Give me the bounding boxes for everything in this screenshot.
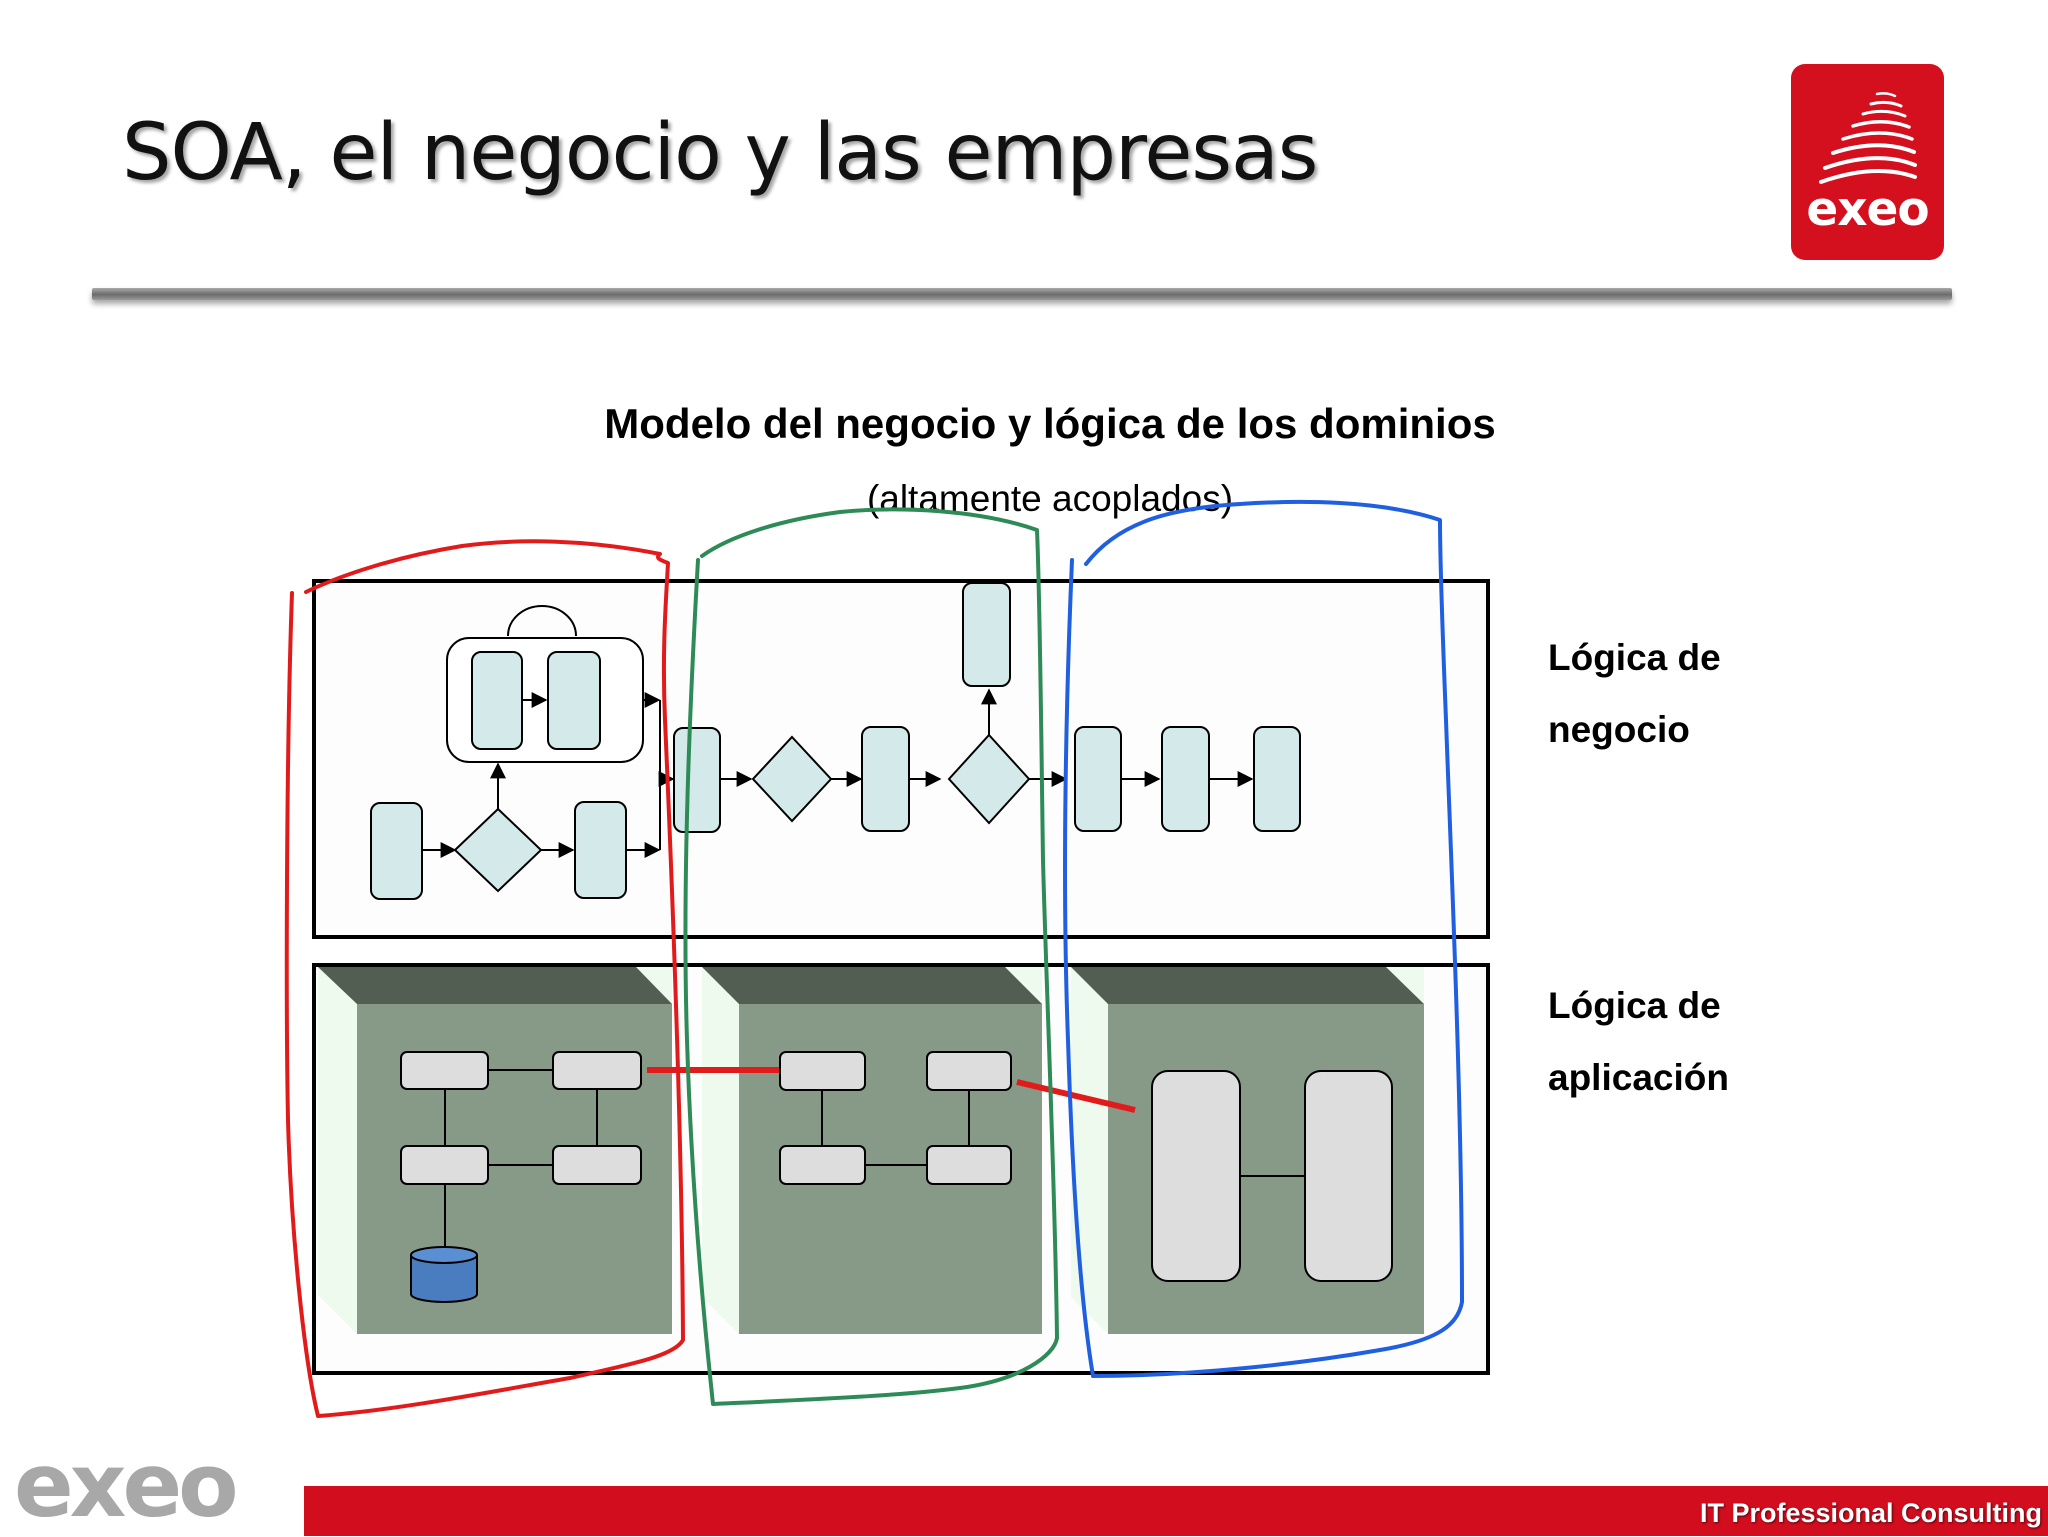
component-box xyxy=(400,1051,489,1090)
slide-title: SOA, el negocio y las empresas xyxy=(122,108,1318,198)
component-box xyxy=(1151,1070,1241,1282)
decision-diamond xyxy=(453,807,543,893)
component-box xyxy=(1304,1070,1393,1282)
application-label-line-2: aplicación xyxy=(1548,1057,1729,1098)
business-logic-layer xyxy=(312,579,1490,939)
decision-diamond xyxy=(751,735,833,823)
footer-logo: exeo xyxy=(14,1434,239,1537)
business-label-line-2: negocio xyxy=(1548,709,1690,750)
component-box xyxy=(779,1145,866,1185)
domain-outline-green xyxy=(683,507,1059,1406)
coupling-link xyxy=(1016,1079,1136,1113)
diagram-heading: Modelo del negocio y lógica de los domin… xyxy=(604,400,1496,447)
domain-outline-red xyxy=(284,539,685,1418)
component-box xyxy=(400,1145,489,1185)
component-box xyxy=(926,1051,1012,1091)
domain-outline-blue xyxy=(1063,499,1464,1378)
process-box xyxy=(673,727,721,833)
application-logic-label: Lógica de aplicación xyxy=(1548,970,1729,1114)
exeo-logo: exeo xyxy=(1791,64,1944,260)
process-box xyxy=(370,802,423,900)
process-box xyxy=(1253,726,1301,832)
component-box xyxy=(926,1145,1012,1185)
footer-bar: IT Professional Consulting xyxy=(304,1486,2048,1536)
logo-text: exeo xyxy=(1806,182,1929,237)
database-icon xyxy=(410,1246,478,1303)
process-box xyxy=(547,651,601,750)
footer-tagline: IT Professional Consulting xyxy=(1699,1498,2042,1528)
component-box xyxy=(552,1145,642,1185)
application-label-line-1: Lógica de xyxy=(1548,985,1721,1026)
component-box xyxy=(779,1051,866,1091)
process-box xyxy=(1161,726,1210,832)
process-box xyxy=(861,726,910,832)
decision-diamond xyxy=(947,733,1031,825)
process-box xyxy=(574,801,627,899)
process-box xyxy=(1074,726,1122,832)
loop-arc xyxy=(507,605,577,637)
title-divider xyxy=(92,288,1952,300)
business-logic-label: Lógica de negocio xyxy=(1548,622,1721,766)
logo-swirl-icon xyxy=(1819,92,1917,184)
component-box xyxy=(552,1051,642,1090)
process-box xyxy=(471,651,523,750)
application-logic-layer xyxy=(312,963,1490,1375)
business-label-line-1: Lógica de xyxy=(1548,637,1721,678)
process-box xyxy=(962,582,1011,687)
